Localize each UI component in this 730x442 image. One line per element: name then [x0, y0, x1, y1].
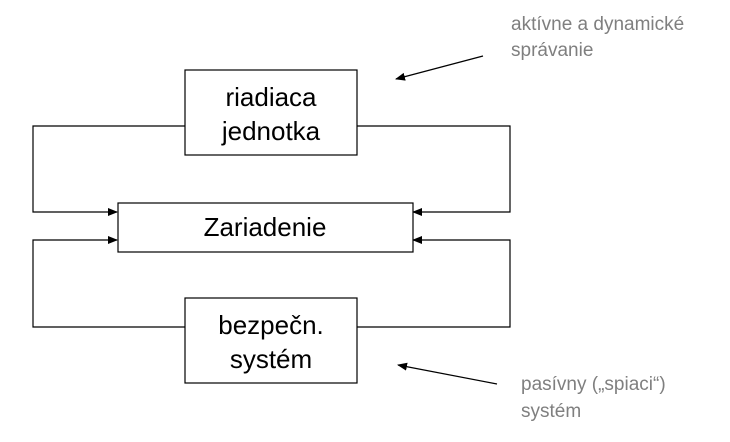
bottom-right-input-line	[357, 236, 511, 328]
top-left-feedback-line	[32, 125, 185, 216]
device-block: Zariadenie	[117, 202, 414, 253]
bottom-annotation-line2: systém	[521, 401, 581, 422]
device-label: Zariadenie	[204, 212, 327, 242]
safety-system-label-line2: systém	[230, 344, 312, 374]
top-right-input-line	[357, 125, 511, 216]
bottom-left-feedback-line	[32, 236, 185, 328]
top-annotation-arrow	[395, 55, 484, 81]
control-unit-label-line1: riadiaca	[225, 82, 317, 112]
bottom-annotation-line1: pasívny („spiaci“)	[521, 374, 666, 395]
safety-system-block: bezpečn. systém	[184, 297, 358, 384]
top-annotation-line1: aktívne a dynamické	[511, 14, 684, 35]
safety-system-label-line1: bezpečn.	[218, 310, 324, 340]
bottom-annotation-arrow	[397, 362, 498, 385]
control-unit-block: riadiaca jednotka	[184, 69, 358, 156]
top-annotation-line2: správanie	[511, 40, 593, 61]
control-unit-label-line2: jednotka	[221, 116, 321, 146]
